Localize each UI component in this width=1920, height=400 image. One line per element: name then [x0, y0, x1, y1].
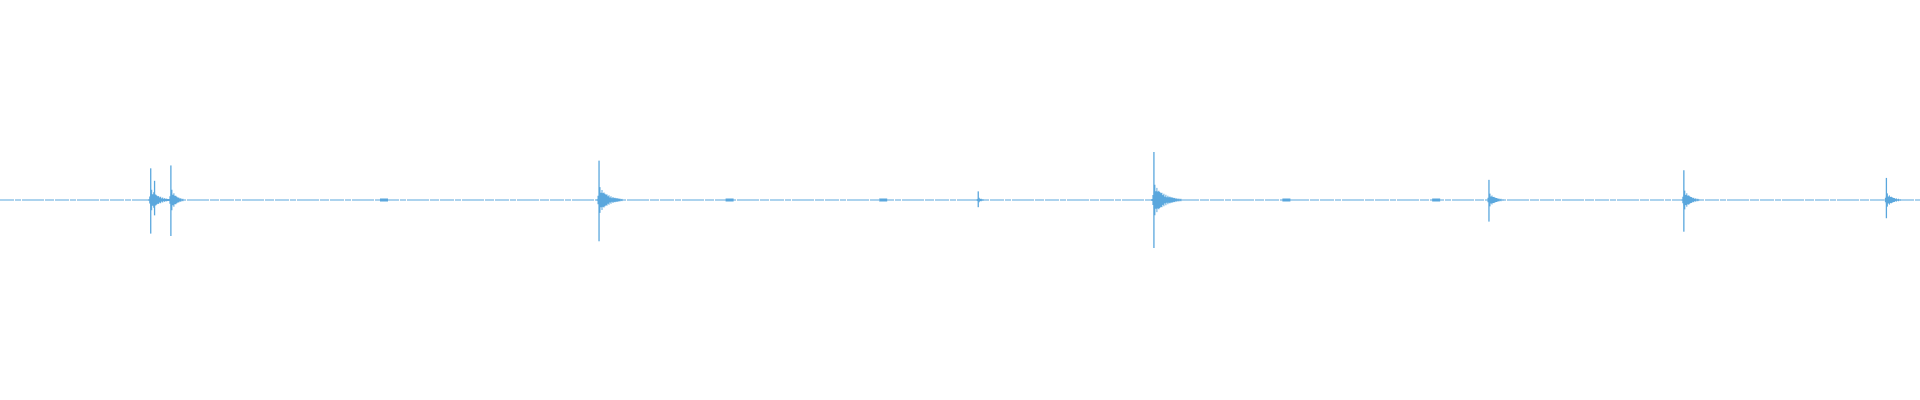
minor-blip-1 — [380, 198, 388, 202]
transient-spike-7-ringing — [1882, 193, 1902, 207]
minor-blip-5 — [1432, 198, 1441, 202]
transient-spike-6-ringing — [1680, 190, 1700, 210]
waveform-trace — [0, 152, 1920, 248]
transient-spike-2-ringing — [595, 187, 623, 213]
transient-spike-1-secondary-1-ringing — [151, 194, 168, 206]
minor-blip-2 — [725, 198, 734, 202]
minor-blip-4 — [1282, 198, 1291, 202]
minor-blip-3 — [879, 198, 888, 202]
transient-spike-3-ringing — [974, 197, 987, 203]
transient-spike-5-ringing — [1485, 193, 1505, 207]
transient-spike-1-secondary-2-ringing — [167, 189, 184, 211]
transient-spike-4-ringing — [1150, 184, 1182, 216]
